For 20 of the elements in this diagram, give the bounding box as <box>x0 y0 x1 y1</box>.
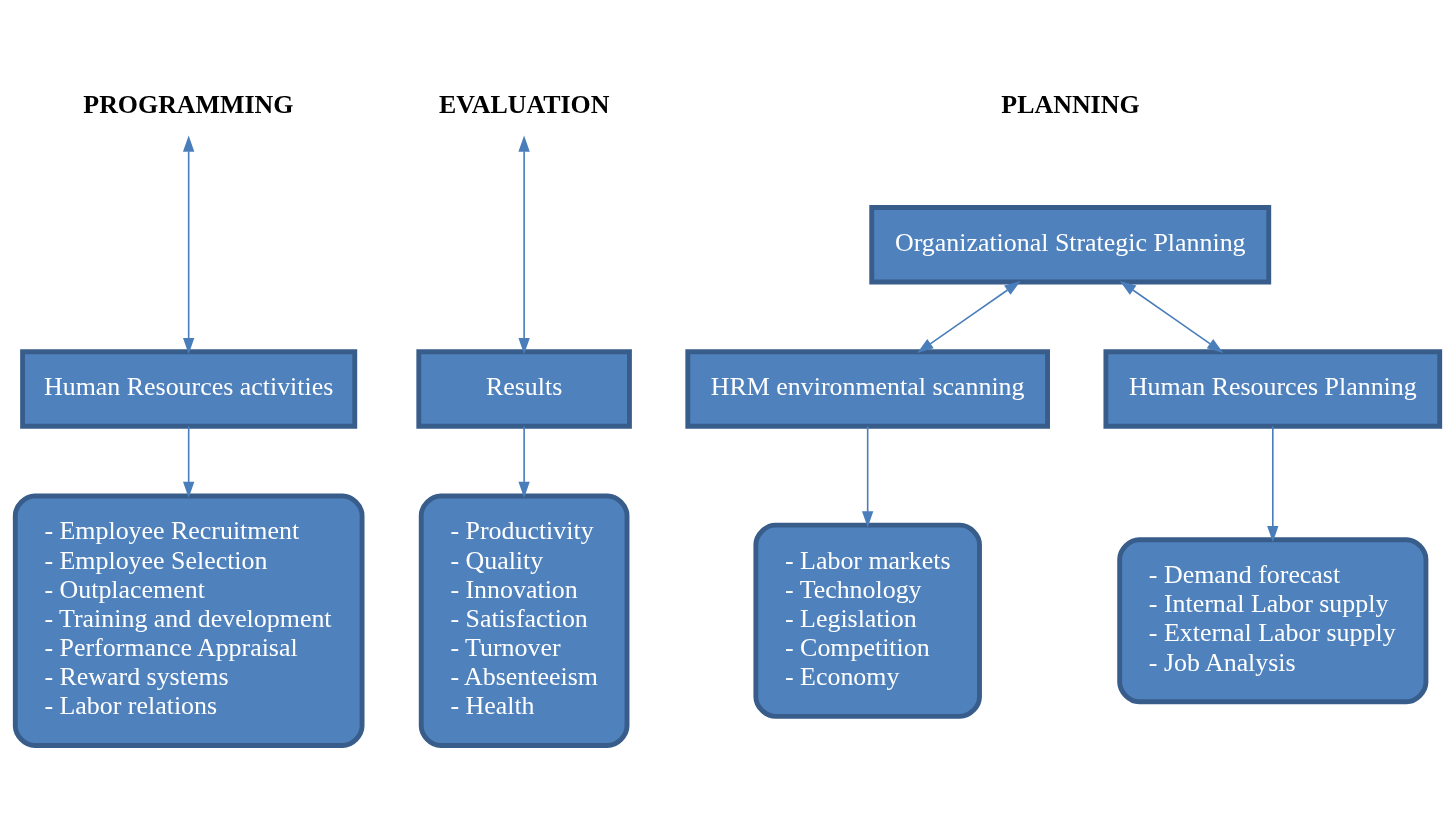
arrow <box>1119 280 1224 353</box>
node-box: - Demand forecast - Internal Labor supply - External Labor supply - Job Analysis <box>1117 537 1429 705</box>
node-box: Results <box>416 349 632 429</box>
label: PLANNING <box>1001 90 1140 120</box>
node-box: Human Resources Planning <box>1103 349 1443 429</box>
node-box: Organizational Strategic Planning <box>869 205 1272 285</box>
arrow <box>518 425 530 498</box>
node-box: - Employee Recruitment - Employee Selection - Outplacement - Training and development - Performance Appraisal - Reward systems - Labor relations <box>12 493 365 748</box>
arrow <box>917 280 1021 353</box>
arrow <box>1267 425 1279 543</box>
node-box: - Productivity - Quality - Innovation - Satisfaction - Turnover - Absenteeism - Health <box>418 493 630 748</box>
arrow <box>183 425 195 498</box>
node-box: HRM environmental scanning <box>685 349 1050 429</box>
arrow <box>183 135 195 355</box>
node-text: EVALUATION <box>439 90 610 120</box>
node-box: - Labor markets - Technology - Legislation - Competition - Economy <box>753 522 982 719</box>
node-text: PROGRAMMING <box>83 90 294 120</box>
arrow <box>862 425 874 528</box>
arrow <box>518 135 530 355</box>
node-box: Human Resources activities <box>20 349 358 429</box>
